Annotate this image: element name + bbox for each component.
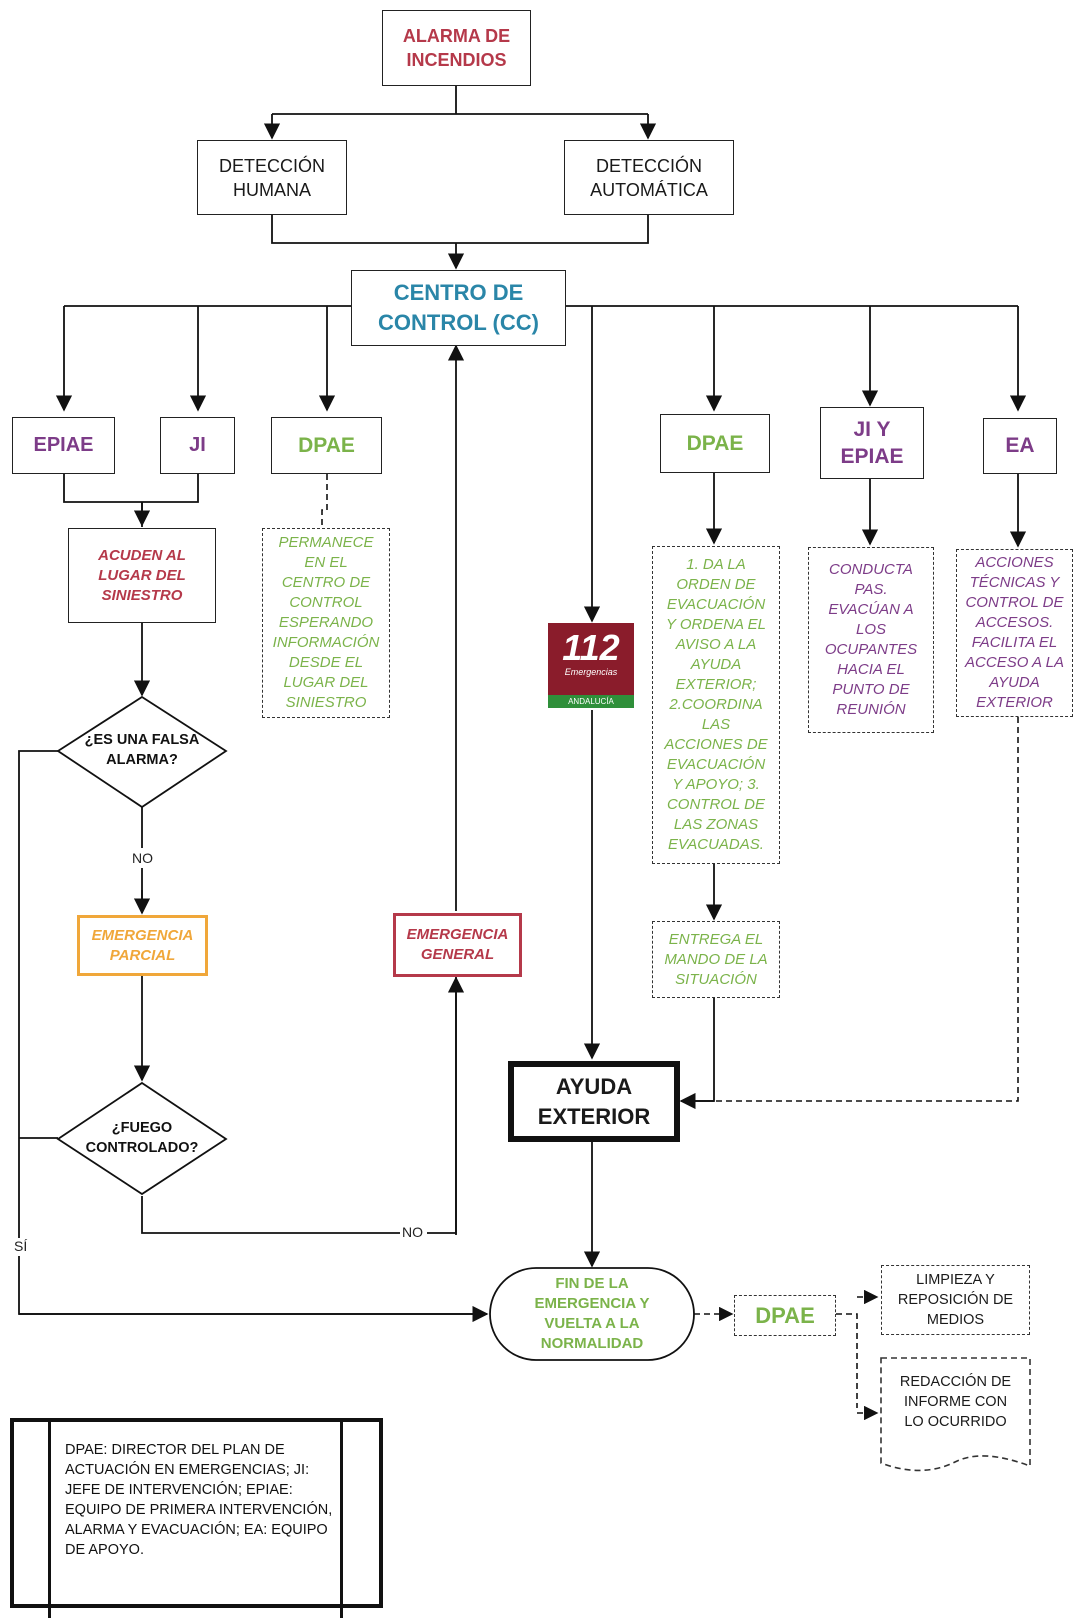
control-center-node: CENTRO DE CONTROL (CC) (351, 270, 566, 346)
human-detection-label: DETECCIÓN HUMANA (218, 155, 325, 200)
ji-node: JI (160, 417, 235, 474)
dpae-left-label: DPAE (298, 433, 355, 457)
emergency-112-logo: 112 Emergencias ANDALUCÍA (548, 623, 634, 708)
no-label-1: NO (130, 850, 155, 866)
epiae-node: EPIAE (12, 417, 115, 474)
go-to-site-node: ACUDEN AL LUGAR DEL SINIESTRO (68, 528, 216, 623)
false-alarm-diamond (56, 695, 228, 809)
external-help-node: AYUDA EXTERIOR (508, 1061, 680, 1142)
end-terminator-shape (489, 1267, 695, 1361)
dpae-right-node: DPAE (660, 414, 770, 473)
dpae-actions-label: 1. DA LA ORDEN DE EVACUACIÓN Y ORDENA EL… (664, 556, 768, 853)
technical-actions-node: ACCIONES TÉCNICAS Y CONTROL DE ACCESOS. … (956, 549, 1073, 717)
report-document-shape (880, 1357, 1031, 1472)
ea-node: EA (983, 418, 1057, 474)
end-emergency-node: FIN DE LA EMERGENCIA Y VUELTA A LA NORMA… (490, 1268, 694, 1360)
ji-epiae-label: JI Y EPIAE (840, 418, 904, 468)
cleanup-node: LIMPIEZA Y REPOSICIÓN DE MEDIOS (881, 1265, 1030, 1335)
remains-in-cc-node: PERMANECE EN EL CENTRO DE CONTROL ESPERA… (262, 528, 390, 718)
automatic-detection-node: DETECCIÓN AUTOMÁTICA (564, 140, 734, 215)
legend-box: DPAE: DIRECTOR DEL PLAN DE ACTUACIÓN EN … (10, 1418, 383, 1618)
dpae-right-label: DPAE (686, 431, 744, 455)
fire-alarm-label: ALARMA DE INCENDIOS (402, 26, 511, 70)
human-detection-node: DETECCIÓN HUMANA (197, 140, 347, 215)
hand-over-label: ENTREGA EL MANDO DE LA SITUACIÓN (664, 930, 768, 988)
hand-over-node: ENTREGA EL MANDO DE LA SITUACIÓN (652, 921, 780, 998)
conduct-pas-node: CONDUCTA PAS. EVACÚAN A LOS OCUPANTES HA… (808, 547, 934, 733)
badge-subtitle: Emergencias (564, 667, 618, 677)
go-to-site-label: ACUDEN AL LUGAR DEL SINIESTRO (98, 546, 186, 604)
automatic-detection-label: DETECCIÓN AUTOMÁTICA (590, 155, 708, 200)
badge-number: 112 (562, 627, 620, 668)
partial-emergency-label: EMERGENCIA PARCIAL (91, 926, 194, 964)
ji-label: JI (189, 434, 206, 456)
cleanup-label: LIMPIEZA Y REPOSICIÓN DE MEDIOS (897, 1272, 1014, 1328)
fire-controlled-question: ¿FUEGO CONTROLADO? (85, 1120, 199, 1156)
dpae-left-node: DPAE (271, 417, 382, 474)
fire-controlled-diamond (56, 1081, 228, 1196)
end-emergency-label: FIN DE LA EMERGENCIA Y VUELTA A LA NORMA… (534, 1275, 650, 1352)
remains-in-cc-label: PERMANECE EN EL CENTRO DE CONTROL ESPERA… (272, 534, 380, 711)
control-center-label: CENTRO DE CONTROL (CC) (378, 280, 539, 335)
technical-actions-label: ACCIONES TÉCNICAS Y CONTROL DE ACCESOS. … (965, 554, 1064, 711)
fire-alarm-node: ALARMA DE INCENDIOS (382, 10, 531, 86)
dpae-final-label: DPAE (755, 1302, 815, 1328)
general-emergency-label: EMERGENCIA GENERAL (406, 926, 509, 963)
epiae-label: EPIAE (33, 434, 94, 456)
legend-text: DPAE: DIRECTOR DEL PLAN DE ACTUACIÓN EN … (48, 1418, 343, 1618)
false-alarm-question: ¿ES UNA FALSA ALARMA? (84, 732, 200, 768)
badge-region: ANDALUCÍA (548, 695, 634, 708)
ji-epiae-node: JI Y EPIAE (820, 407, 924, 479)
report-node: REDACCIÓN DE INFORME CON LO OCURRIDO (881, 1362, 1030, 1442)
partial-emergency-node: EMERGENCIA PARCIAL (77, 915, 208, 976)
dpae-actions-node: 1. DA LA ORDEN DE EVACUACIÓN Y ORDENA EL… (652, 546, 780, 864)
conduct-pas-label: CONDUCTA PAS. EVACÚAN A LOS OCUPANTES HA… (824, 561, 918, 718)
external-help-label: AYUDA EXTERIOR (537, 1073, 651, 1129)
no-label-2: NO (400, 1224, 425, 1240)
dpae-final-node: DPAE (734, 1295, 836, 1336)
si-label: SÍ (12, 1238, 30, 1254)
report-label: REDACCIÓN DE INFORME CON LO OCURRIDO (899, 1374, 1012, 1430)
general-emergency-node: EMERGENCIA GENERAL (393, 913, 522, 977)
ea-label: EA (1005, 434, 1035, 457)
